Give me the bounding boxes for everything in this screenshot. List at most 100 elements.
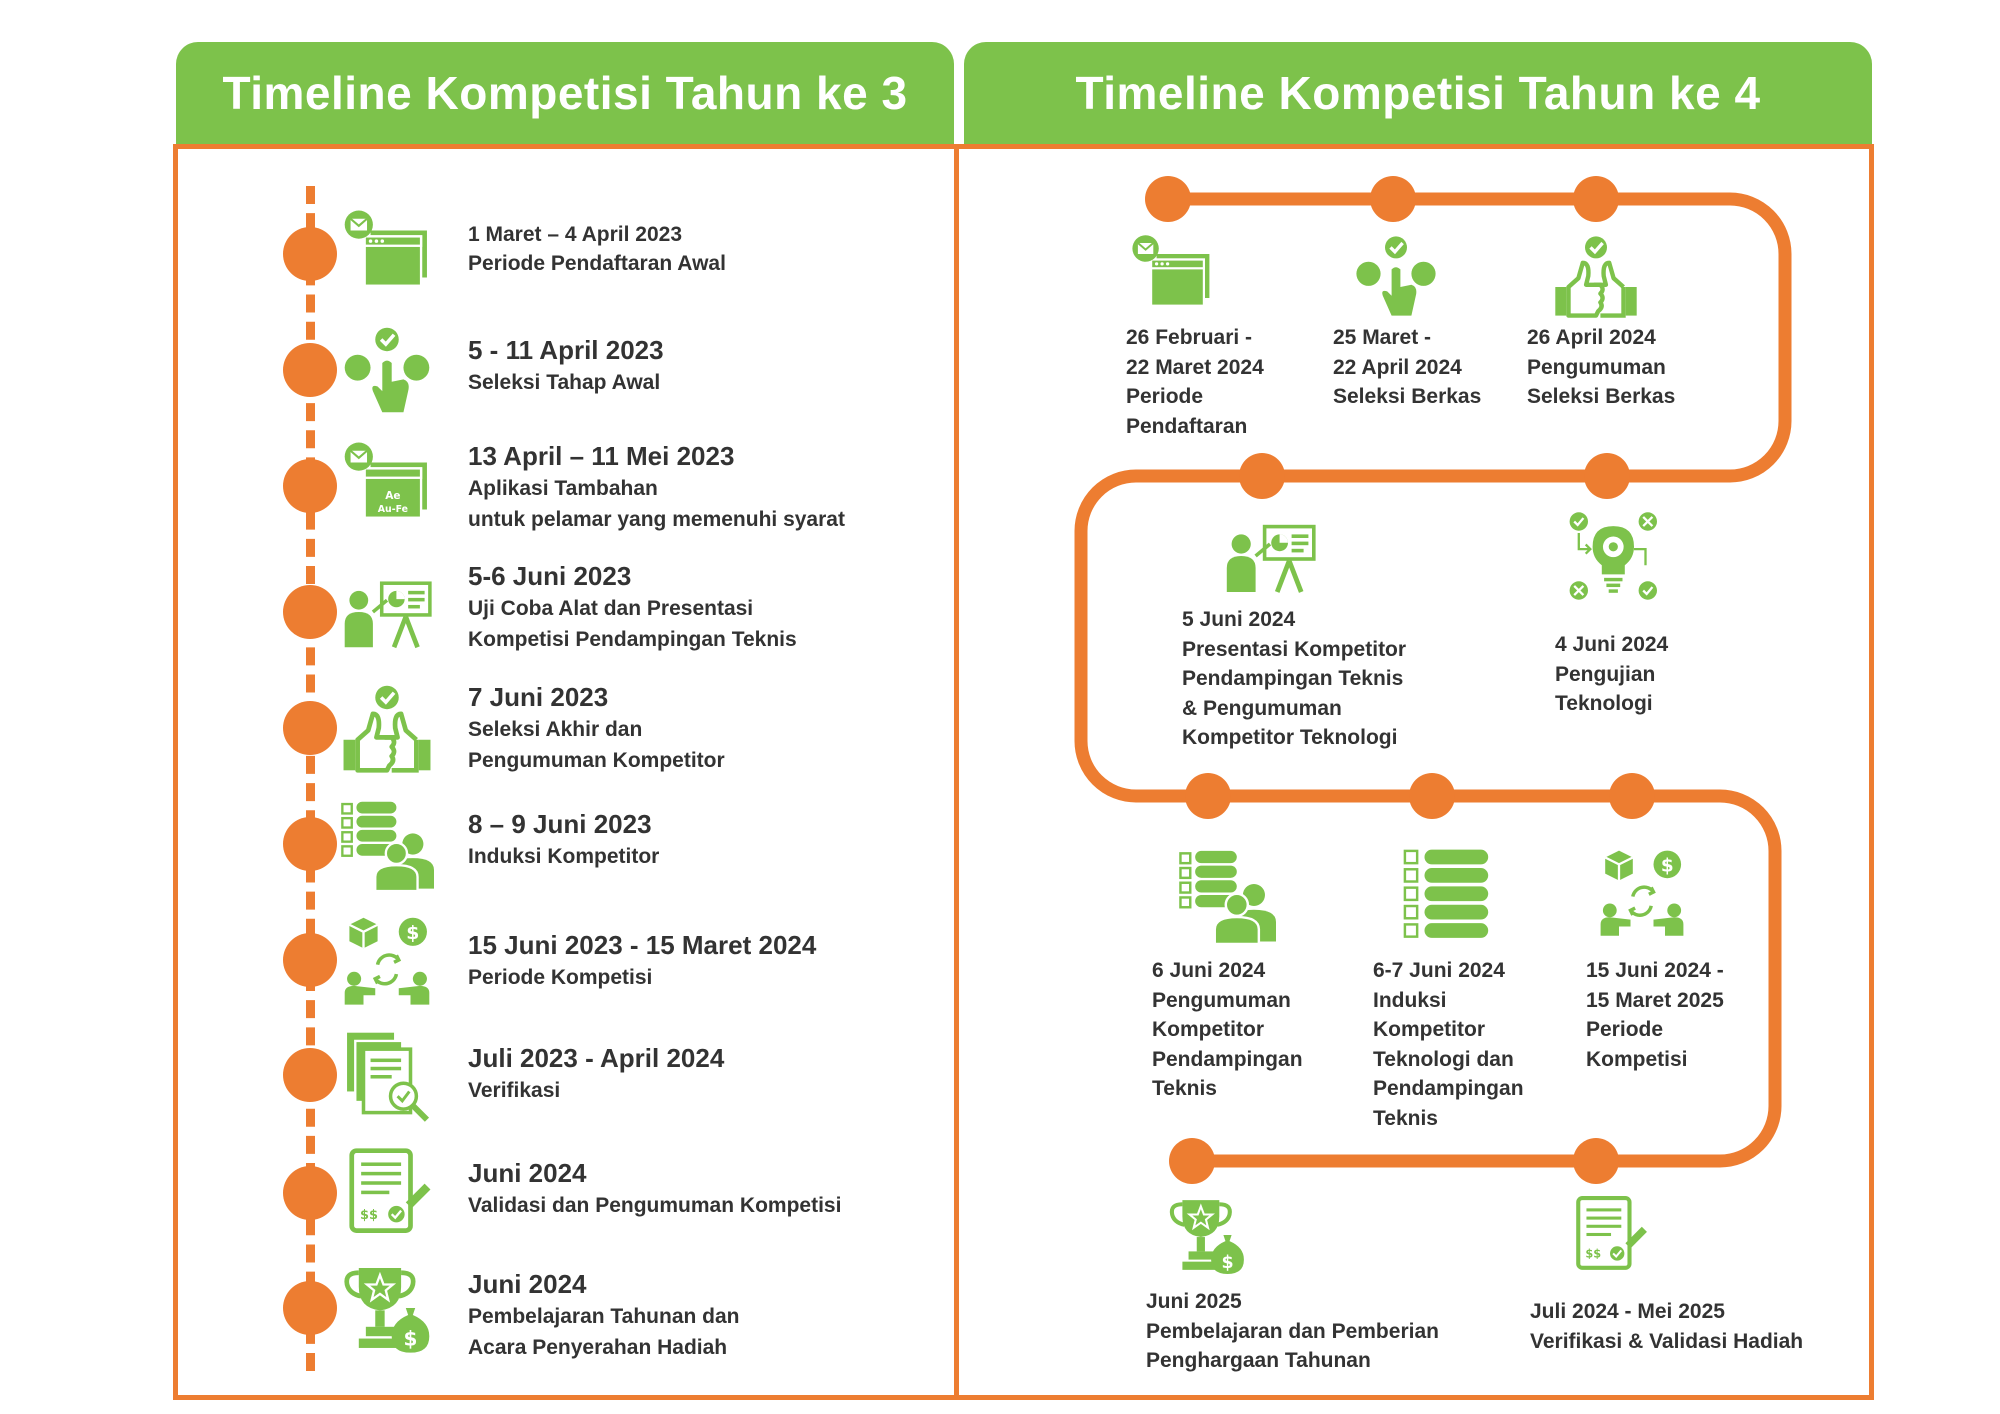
selection-touch-icon [1356,236,1436,316]
svg-text:$: $ [1221,1253,1233,1273]
item-text: 15 Juni 2024 - 15 Maret 2025 Periode Kom… [1586,959,1724,1071]
timeline-item: 7 Juni 2023 Seleksi Akhir dan Pengumuman… [468,681,725,776]
item-text: 5 Juni 2024 Presentasi Kompetitor Pendam… [1182,608,1407,749]
item-text: 6 Juni 2024 Pengumuman Kompetitor Pendam… [1152,959,1303,1100]
verification-documents-icon [347,1032,430,1122]
timeline-dot [1609,773,1655,819]
timeline-item: 8 – 9 Juni 2023 Induksi Kompetitor [468,808,659,872]
item-text: Juni 2025 Pembelajaran dan Pemberian Pen… [1146,1290,1439,1372]
trophy-money-icon: $ [344,1268,430,1353]
timeline-item: 13 April – 11 Mei 2023 Aplikasi Tambahan… [468,440,845,535]
timeline-item: 26 April 2024 Pengumuman Seleksi Berkas [1527,323,1675,412]
timeline-icon [1178,846,1276,949]
timeline-item: Juni 2024 Pembelajaran Tahunan dan Acara… [468,1268,740,1363]
timeline-dot [1409,773,1455,819]
timeline-icon [340,323,434,422]
timeline-item: Juli 2023 - April 2024 Verifikasi [468,1042,724,1106]
induction-group-icon [341,801,434,893]
item-date: 5 - 11 April 2023 [468,335,664,365]
timeline-icon [1552,232,1640,325]
timeline-item: Juni 2024 Validasi dan Pengumuman Kompet… [468,1157,841,1221]
timeline-path-line [1074,192,1792,1168]
timeline-item: Juli 2024 - Mei 2025 Verifikasi & Valida… [1530,1297,1803,1356]
timeline-spine [306,186,315,1371]
item-text: 6-7 Juni 2024 Induksi Kompetitor Teknolo… [1373,959,1524,1130]
item-text: Juli 2024 - Mei 2025 Verifikasi & Valida… [1530,1300,1804,1353]
timeline-item: Juni 2025 Pembelajaran dan Pemberian Pen… [1146,1287,1439,1376]
timeline-dot [1185,773,1231,819]
timeline-icon [340,797,434,896]
thumbs-up-icon [343,685,431,773]
timeline-dot [283,933,337,987]
item-description: Seleksi Tahap Awal [468,370,661,394]
timeline-dot [1169,1138,1215,1184]
certificate-icon: $$ [1576,1196,1647,1270]
timeline-icon: $ [1596,846,1688,943]
timeline-dot [1145,176,1191,222]
item-description: Periode Kompetisi [468,965,653,989]
timeline-icon [1565,510,1657,607]
induction-group-icon [1179,850,1276,946]
timeline-item: 6-7 Juni 2024 Induksi Kompetitor Teknolo… [1373,956,1524,1133]
exchange-icon: $ [344,917,430,1005]
item-text: 26 Februari - 22 Maret 2024 Periode Pend… [1126,326,1264,438]
item-description: Periode Pendaftaran Awal [468,252,726,276]
item-date: 1 Maret – 4 April 2023 [468,223,682,246]
timeline-item: 5-6 Juni 2023 Uji Coba Alat dan Presenta… [468,560,797,655]
svg-text:Au-Fe: Au-Fe [378,504,408,515]
timeline-dot [283,701,337,755]
registration-window-icon [344,210,427,287]
registration-window-icon [1132,235,1210,307]
timeline-item: 15 Juni 2023 - 15 Maret 2024 Periode Kom… [468,929,816,993]
timeline-icon [1352,232,1440,325]
item-date: 7 Juni 2023 [468,682,609,712]
left-header: Timeline Kompetisi Tahun ke 3 [176,42,954,144]
item-date: Juni 2024 [468,1158,587,1188]
item-description: Uji Coba Alat dan Presentasi Kompetisi P… [468,596,797,651]
certificate-icon: $$ [349,1148,431,1233]
item-description: Induksi Kompetitor [468,844,660,868]
item-description: Validasi dan Pengumuman Kompetisi [468,1193,842,1217]
timeline-item: 5 Juni 2024 Presentasi Kompetitor Pendam… [1182,605,1406,753]
timeline-icon: $ [1166,1194,1248,1281]
timeline-item: 25 Maret - 22 April 2024 Seleksi Berkas [1333,323,1481,412]
right-header: Timeline Kompetisi Tahun ke 4 [964,42,1872,144]
item-text: 26 April 2024 Pengumuman Seleksi Berkas [1527,326,1676,408]
thumbs-up-icon [1555,236,1637,318]
timeline-dot [283,227,337,281]
trophy-money-icon: $ [1169,1200,1244,1274]
timeline-icon: $ [340,913,434,1012]
item-date: 15 Juni 2023 - 15 Maret 2024 [468,930,817,960]
timeline-dot [1573,1138,1619,1184]
timeline-item: 5 - 11 April 2023 Seleksi Tahap Awal [468,334,664,398]
timeline-icon [1400,846,1498,949]
timeline-icon [1222,508,1318,609]
svg-text:$: $ [1661,855,1674,876]
timeline-icon: $$ [1568,1194,1650,1281]
timeline-icon [1128,232,1216,325]
timeline-icon [340,565,434,664]
timeline-dot [283,817,337,871]
timeline-item: 1 Maret – 4 April 2023 Periode Pendaftar… [468,222,726,279]
svg-text:$$: $$ [360,1208,378,1223]
timeline-dot [283,1048,337,1102]
timeline-icon: $ [340,1261,434,1360]
timeline-dot [1573,176,1619,222]
svg-text:Ae: Ae [385,490,400,502]
exchange-icon: $ [1600,850,1684,936]
timeline-icon: Ae Au-Fe [340,439,434,538]
item-date: Juni 2024 [468,1269,587,1299]
timeline-icon [340,681,434,780]
technology-bulb-icon [1569,512,1657,600]
left-title: Timeline Kompetisi Tahun ke 3 [222,67,908,119]
timeline-dot [283,343,337,397]
timeline-dot [283,459,337,513]
timeline-dot [283,1281,337,1335]
item-date: Juli 2023 - April 2024 [468,1043,725,1073]
timeline-icon [340,207,434,306]
item-description: Verifikasi [468,1078,561,1102]
timeline-icon [340,1028,434,1127]
timeline-icon: $$ [340,1146,434,1245]
timeline-item: 15 Juni 2024 - 15 Maret 2025 Periode Kom… [1586,956,1724,1074]
